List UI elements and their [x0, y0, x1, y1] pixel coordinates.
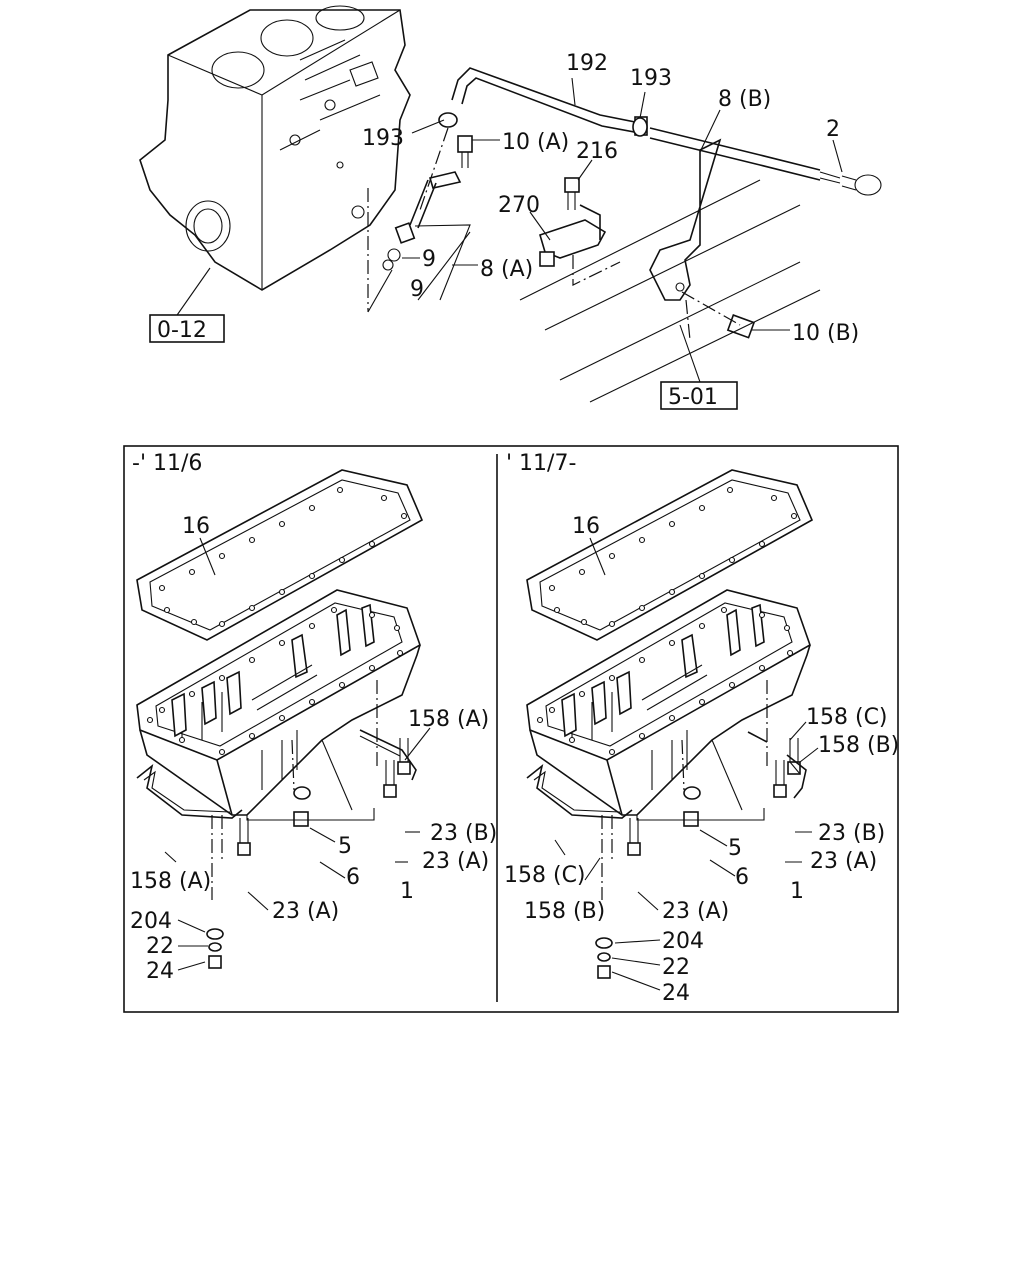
callout-193-right: 193 [630, 66, 672, 91]
left-callout-5: 5 [338, 834, 352, 859]
right-callout-158b-top: 158 (B) [818, 733, 899, 758]
right-callout-23b: 23 (B) [818, 821, 885, 846]
right-callout-22: 22 [662, 955, 690, 980]
left-hardware [206, 928, 224, 969]
callout-192: 192 [566, 51, 608, 76]
bolt-10b [726, 314, 790, 339]
ref-label-0-12: 0-12 [157, 318, 207, 343]
right-callout-24: 24 [662, 981, 690, 1006]
left-callout-158a-top: 158 (A) [408, 707, 489, 732]
right-callout-158c-bottom: 158 (C) [504, 863, 586, 888]
callout-2: 2 [826, 117, 840, 142]
callout-10a: 10 (A) [502, 130, 569, 155]
callout-10b: 10 (B) [792, 321, 859, 346]
right-oil-pan [526, 469, 813, 901]
ref-box-0-12 [149, 314, 225, 343]
right-callout-1: 1 [790, 879, 804, 904]
oil-pan-variants-frame [123, 445, 899, 1013]
left-callout-24: 24 [146, 959, 174, 984]
left-callout-23b: 23 (B) [430, 821, 497, 846]
callout-8a: 8 (A) [480, 257, 533, 282]
right-callout-6: 6 [735, 865, 749, 890]
callout-270: 270 [498, 193, 540, 218]
left-callout-23a-mid: 23 (A) [422, 849, 489, 874]
engine-block [139, 5, 411, 291]
right-hardware [595, 937, 613, 979]
right-leaders [554, 537, 819, 991]
right-callout-23a-mid: 23 (A) [810, 849, 877, 874]
ref-label-5-01: 5-01 [668, 385, 718, 410]
left-callout-16: 16 [182, 514, 210, 539]
callout-193-left: 193 [362, 126, 404, 151]
right-callout-158b-bottom: 158 (B) [524, 899, 605, 924]
callout-216: 216 [576, 139, 618, 164]
left-callout-1: 1 [400, 879, 414, 904]
left-leaders [164, 537, 431, 971]
left-callout-23a-bottom: 23 (A) [272, 899, 339, 924]
left-callout-6: 6 [346, 865, 360, 890]
left-callout-204: 204 [130, 909, 172, 934]
clamp-270 [539, 177, 607, 267]
callout-9-upper: 9 [422, 247, 436, 272]
right-callout-16: 16 [572, 514, 600, 539]
left-panel-title: -' 11/6 [132, 451, 202, 476]
dipstick-bracket [649, 138, 722, 301]
ref-box-5-01 [660, 381, 738, 410]
right-callout-204: 204 [662, 929, 704, 954]
leader-0-12 [174, 267, 211, 319]
lower-tube [382, 171, 462, 271]
right-panel-title: ' 11/7- [506, 451, 576, 476]
fitting-193-top [438, 112, 648, 137]
callout-8b: 8 (B) [718, 87, 771, 112]
left-callout-22: 22 [146, 934, 174, 959]
right-callout-23a-bottom: 23 (A) [662, 899, 729, 924]
left-callout-158a-bottom: 158 (A) [130, 869, 211, 894]
right-callout-5: 5 [728, 836, 742, 861]
callout-9-lower: 9 [410, 277, 424, 302]
left-oil-pan [136, 469, 423, 901]
bolt-10a [457, 135, 473, 168]
right-callout-158c-top: 158 (C) [806, 705, 888, 730]
